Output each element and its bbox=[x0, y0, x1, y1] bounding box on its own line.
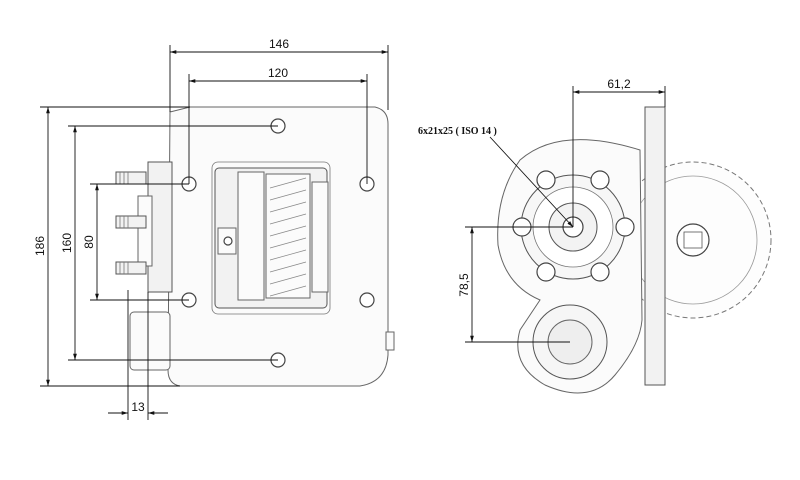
dim-186: 186 bbox=[33, 106, 190, 387]
bolt-hole bbox=[536, 170, 556, 190]
side-view: 61,2 78,5 6x21x25 ( ISO 14 ) bbox=[418, 77, 772, 394]
bolt-hole bbox=[536, 262, 556, 282]
shaft-spec-label: 6x21x25 ( ISO 14 ) bbox=[418, 126, 497, 137]
dim-label: 186 bbox=[33, 236, 47, 256]
dim-label: 61,2 bbox=[607, 77, 631, 91]
bolt-hole bbox=[359, 292, 375, 308]
dim-78-5: 78,5 bbox=[457, 226, 573, 343]
bolt-hole bbox=[615, 217, 635, 237]
side-flange bbox=[644, 106, 666, 386]
stud-bolts bbox=[115, 171, 147, 275]
shaft-spec-callout: 6x21x25 ( ISO 14 ) bbox=[418, 126, 574, 228]
bearing-cap bbox=[311, 181, 329, 293]
lower-nub bbox=[385, 331, 395, 351]
dim-120: 120 bbox=[188, 66, 368, 184]
dim-label: 146 bbox=[269, 37, 289, 51]
shaft-collar bbox=[237, 171, 265, 301]
gear-teeth-lines bbox=[269, 177, 307, 297]
dim-label: 80 bbox=[82, 235, 96, 249]
stud-plate bbox=[137, 195, 153, 267]
helical-gear bbox=[265, 173, 311, 299]
dim-61-2: 61,2 bbox=[572, 77, 666, 227]
dim-13: 13 bbox=[108, 290, 168, 420]
dim-label: 78,5 bbox=[457, 273, 471, 297]
lower-port bbox=[129, 311, 171, 371]
dim-160: 160 bbox=[60, 125, 278, 361]
bolt-hole bbox=[590, 170, 610, 190]
bolt-hole bbox=[590, 262, 610, 282]
dim-label: 13 bbox=[131, 400, 145, 414]
dim-label: 160 bbox=[60, 233, 74, 253]
dim-80: 80 bbox=[82, 183, 189, 301]
dim-146: 146 bbox=[169, 37, 389, 112]
dim-label: 120 bbox=[268, 66, 288, 80]
shaft-hole bbox=[223, 236, 233, 246]
housing-outline bbox=[211, 161, 331, 315]
front-view: 146 120 186 160 80 bbox=[33, 37, 395, 420]
